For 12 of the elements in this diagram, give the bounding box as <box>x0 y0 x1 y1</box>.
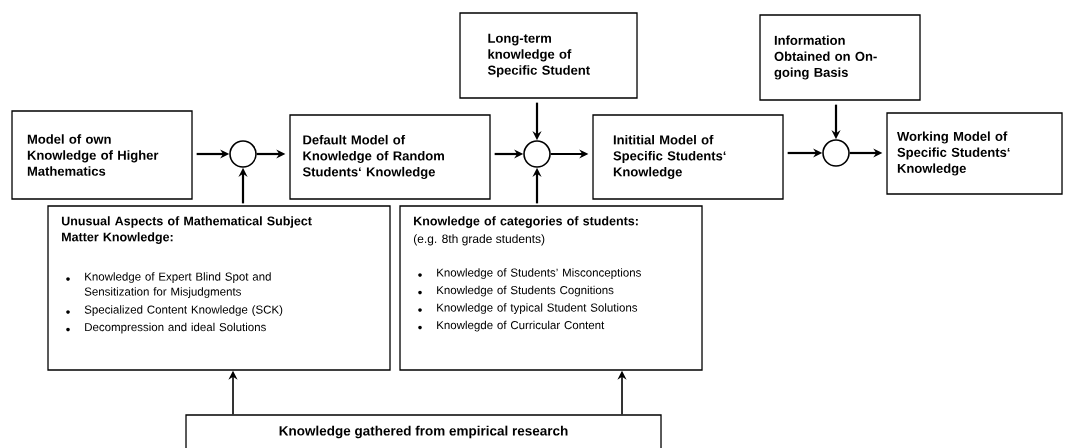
process-box: Long-term knowledge of Specific Student <box>459 12 638 99</box>
knowledge-box: Knowledge of categories of students: (e.g. 8th grade students) Knowledge of Students’ Misconceptions Knowledge of Students Cognitions Knowledge of typical Student Solutions Knowlegde of Curricular Content <box>399 205 703 371</box>
source-box: Knowledge gathered from empirical research <box>185 414 662 448</box>
process-box: Inititial Model of Specific Students‘ Knowledge <box>592 114 784 200</box>
process-box: Information Obtained on On-going Basis <box>759 14 921 101</box>
junction-circle <box>523 140 551 168</box>
knowledge-box: Unusual Aspects of Mathematical Subject Matter Knowledge: Knowledge of Expert Blind Spot and Sensitization for Misjudgments Specialized Content Knowledge (SCK) Decompression and ideal Solutions <box>47 205 391 371</box>
process-box: Default Model of Knowledge of Random Students‘ Knowledge <box>289 114 491 200</box>
process-box: Working Model of Specific Students‘ Knowledge <box>886 112 1063 195</box>
process-box: Model of own Knowledge of Higher Mathematics <box>11 110 193 200</box>
junction-circle <box>229 140 257 168</box>
junction-circle <box>822 139 850 167</box>
